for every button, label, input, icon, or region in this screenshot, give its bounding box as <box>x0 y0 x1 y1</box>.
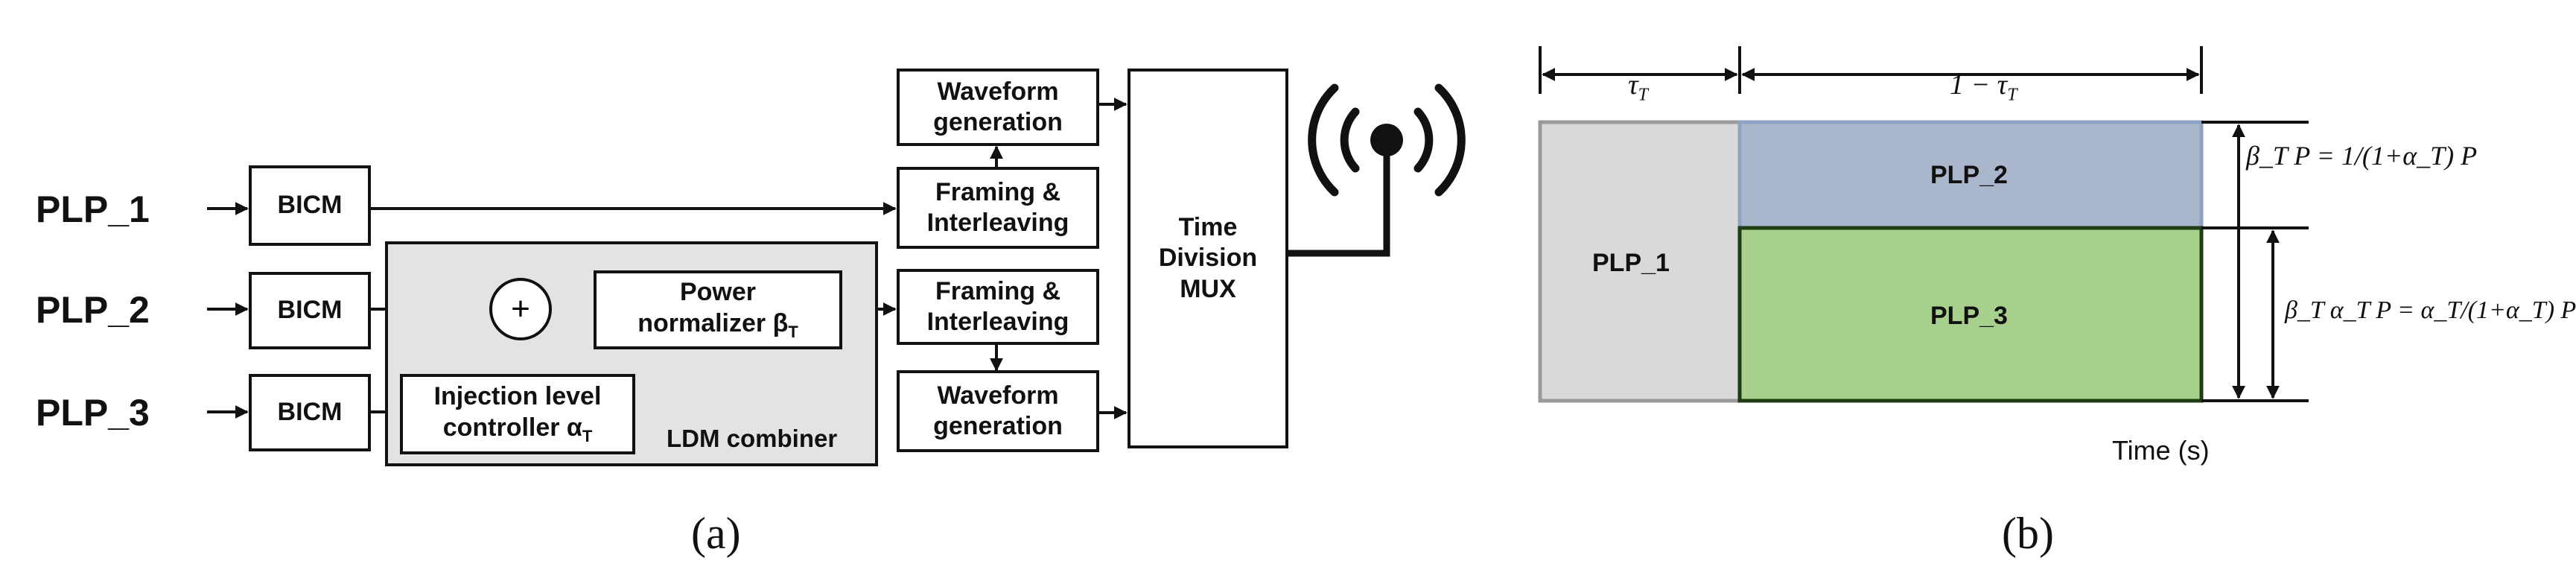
bicm-block-3: BICM <box>249 374 371 451</box>
framing-interleaving-block-2: Framing & Interleaving <box>897 269 1099 345</box>
injection-controller-sub: T <box>582 426 593 445</box>
framing-line2: Interleaving <box>926 209 1069 237</box>
equation-plp3-power: β_T α_T P = α_T/(1+α_T) P <box>2285 296 2576 325</box>
waveform-line2: generation <box>933 108 1063 136</box>
power-normalizer-line2: normalizer β <box>637 308 789 337</box>
tdm-text: Time Division MUX <box>1159 212 1257 305</box>
antenna-icon <box>1308 83 1466 197</box>
equation-plp2-text: β_T P = 1/(1+α_T) P <box>2246 141 2478 171</box>
tdm-line2: Division <box>1158 244 1258 273</box>
region-label-plp1: PLP_1 <box>1592 249 1670 277</box>
bicm-block-2: BICM <box>249 272 371 349</box>
waveform-line1: Waveform <box>937 77 1059 106</box>
waveform-text: Waveform generation <box>933 77 1063 139</box>
waveform-line1: Waveform <box>937 381 1059 410</box>
tdm-line3: MUX <box>1180 274 1236 303</box>
waveform-generation-block-1: Waveform generation <box>897 69 1099 146</box>
power-normalizer-block: Power normalizer βT <box>594 270 842 349</box>
summer-node: + <box>489 278 552 340</box>
input-label-plp3: PLP_3 <box>36 392 150 434</box>
power-normalizer-text: Power normalizer βT <box>637 277 798 342</box>
bicm-label: BICM <box>277 398 343 427</box>
equation-plp2-power: β_T P = 1/(1+α_T) P <box>2246 140 2477 171</box>
ldm-combiner-label: LDM combiner <box>667 425 838 452</box>
framing-line2: Interleaving <box>926 308 1069 336</box>
caption-a: (a) <box>691 509 741 558</box>
injection-controller-line2: controller α <box>442 413 582 442</box>
power-normalizer-line1: Power <box>679 278 757 307</box>
tau-sub: T <box>1638 85 1648 105</box>
tdm-line1: Time <box>1178 212 1238 241</box>
region-label-plp3: PLP_3 <box>1930 302 2008 330</box>
framing-interleaving-block-1: Framing & Interleaving <box>897 167 1099 249</box>
region-label-plp2: PLP_2 <box>1930 161 2008 189</box>
waveform-line2: generation <box>933 412 1063 440</box>
input-label-plp1: PLP_1 <box>36 188 150 230</box>
framing-line1: Framing & <box>935 177 1061 206</box>
waveform-generation-block-2: Waveform generation <box>897 370 1099 452</box>
framing-text: Framing & Interleaving <box>927 276 1069 338</box>
summer-symbol: + <box>511 291 530 327</box>
region-plp3 <box>1737 226 2204 403</box>
bicm-block-1: BICM <box>249 165 371 246</box>
injection-level-controller-block: Injection level controller αT <box>400 374 635 454</box>
time-axis-label: Time (s) <box>2112 435 2210 466</box>
injection-controller-text: Injection level controller αT <box>434 381 602 446</box>
tdm-to-antenna-line <box>1287 142 1390 257</box>
one-minus-tau-sub: T <box>2007 85 2017 105</box>
bicm-label: BICM <box>277 191 343 220</box>
framing-line1: Framing & <box>935 276 1061 305</box>
input-label-plp2: PLP_2 <box>36 289 150 331</box>
equation-plp3-text: β_T α_T P = α_T/(1+α_T) P <box>2285 296 2576 324</box>
time-division-mux-block: Time Division MUX <box>1128 69 1288 448</box>
power-normalizer-sub: T <box>788 322 798 341</box>
bicm-label: BICM <box>277 296 343 325</box>
region-plp1 <box>1538 120 1742 403</box>
caption-b: (b) <box>2002 509 2054 558</box>
region-plp2 <box>1737 120 2204 230</box>
framing-text: Framing & Interleaving <box>927 177 1069 239</box>
tau-label: τT <box>1628 69 1648 106</box>
one-minus-tau-text: 1 − τ <box>1950 69 2008 101</box>
injection-controller-line1: Injection level <box>433 382 602 411</box>
one-minus-tau-label: 1 − τT <box>1950 69 2017 106</box>
tau-symbol: τ <box>1628 69 1638 101</box>
waveform-text: Waveform generation <box>933 381 1063 442</box>
